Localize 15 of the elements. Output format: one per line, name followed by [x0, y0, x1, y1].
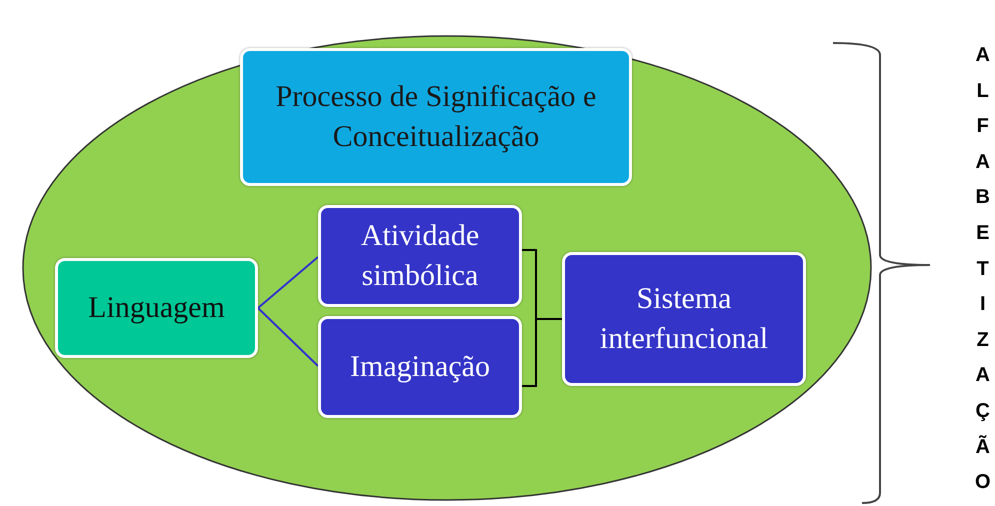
process-box [318, 316, 522, 418]
box-label: Imaginação [349, 348, 491, 385]
bracket-connector [522, 318, 562, 387]
process-box [562, 252, 806, 386]
box-label: Sistema interfuncional [598, 280, 770, 357]
process-box [240, 48, 632, 186]
connector-line [257, 307, 319, 367]
connector-line [257, 256, 319, 309]
process-box [318, 205, 522, 307]
process-box [55, 258, 258, 358]
box-label: Processo de Significação e Conceitualização [274, 78, 598, 155]
box-label: Linguagem [87, 290, 226, 326]
vertical-label: ALFABETIZAÇÃO [975, 43, 991, 496]
ellipse-area [22, 35, 872, 501]
box-label: Atividade simbólica [360, 218, 480, 294]
